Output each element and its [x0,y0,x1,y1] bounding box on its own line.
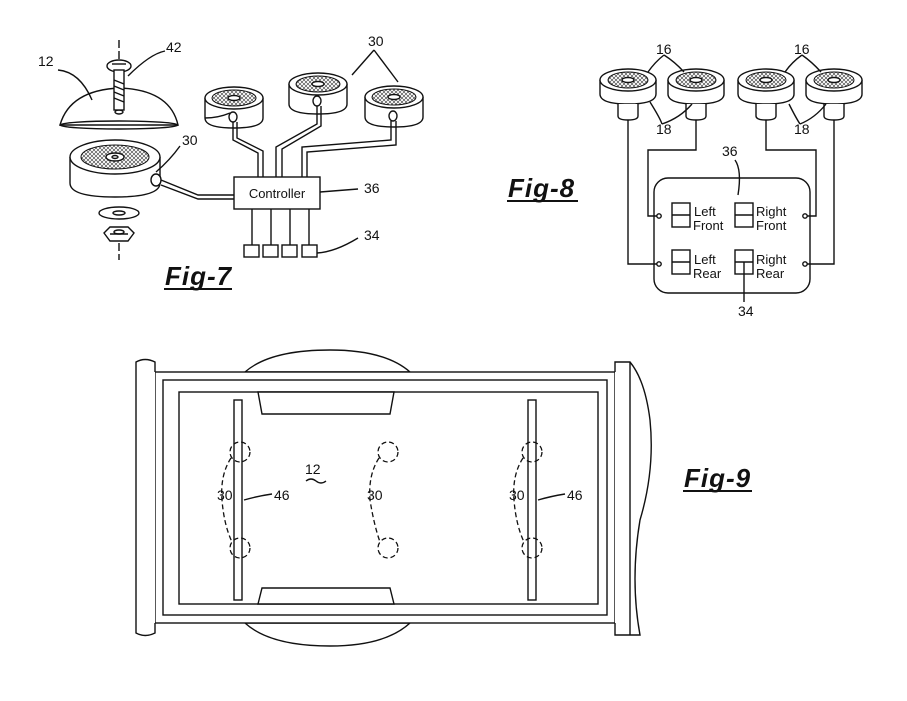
puck-positions [221,441,543,559]
switch-right-front-line1: Right [756,204,787,219]
washer [98,206,140,220]
control-panel [653,177,811,294]
rail-left [233,399,243,601]
switch-left-front-line1: Left [694,204,716,219]
ref-36: 36 [364,180,380,196]
sensor-puck-2 [667,68,725,121]
ref-42: 42 [166,39,182,55]
ref-12: 12 [38,53,54,69]
figure-9-title: Fig-9 [684,463,751,493]
ref-18: 18 [794,121,810,137]
ref-30: 30 [368,33,384,49]
ref-34: 34 [364,227,380,243]
puck-small-1 [204,86,264,129]
figure-8-title: Fig-8 [508,173,575,203]
ref-30: 30 [367,487,383,503]
ref-18: 18 [656,121,672,137]
switch-right-front-line2: Front [756,218,787,233]
ref-30: 30 [217,487,233,503]
figure-7: Controller [38,33,424,291]
ref-46: 46 [567,487,583,503]
fig8-wiring [627,120,835,265]
screw [106,59,132,111]
switch-left-front-line2: Front [693,218,724,233]
figure-9: 12 30 30 30 46 46 Fig-9 [135,349,752,647]
controller-label: Controller [249,186,306,201]
nut [103,226,135,242]
ref-46: 46 [274,487,290,503]
figure-7-title: Fig-7 [165,261,233,291]
ref-34: 34 [738,303,754,319]
ref-30: 30 [182,132,198,148]
controller-box: Controller [233,176,321,210]
fig7-wiring [160,106,397,245]
sensor-puck-3 [737,68,795,121]
figure-8: Left Front Right Front Left Rear Right R… [507,41,863,319]
ref-16: 16 [656,41,672,57]
rail-right [527,399,537,601]
sensor-puck-4 [805,68,863,121]
puck-small-2 [288,72,348,115]
sensor-puck-1 [599,68,657,121]
ref-16: 16 [794,41,810,57]
fig7-switch-row [243,244,318,258]
puck-small-3 [364,85,424,128]
ref-30: 30 [509,487,525,503]
switch-right-rear-line2: Rear [756,266,785,281]
puck-main [69,139,162,198]
switch-left-rear-line1: Left [694,252,716,267]
switch-right-rear-line1: Right [756,252,787,267]
ref-36: 36 [722,143,738,159]
ref-12: 12 [305,461,321,477]
switch-left-rear-line2: Rear [693,266,722,281]
